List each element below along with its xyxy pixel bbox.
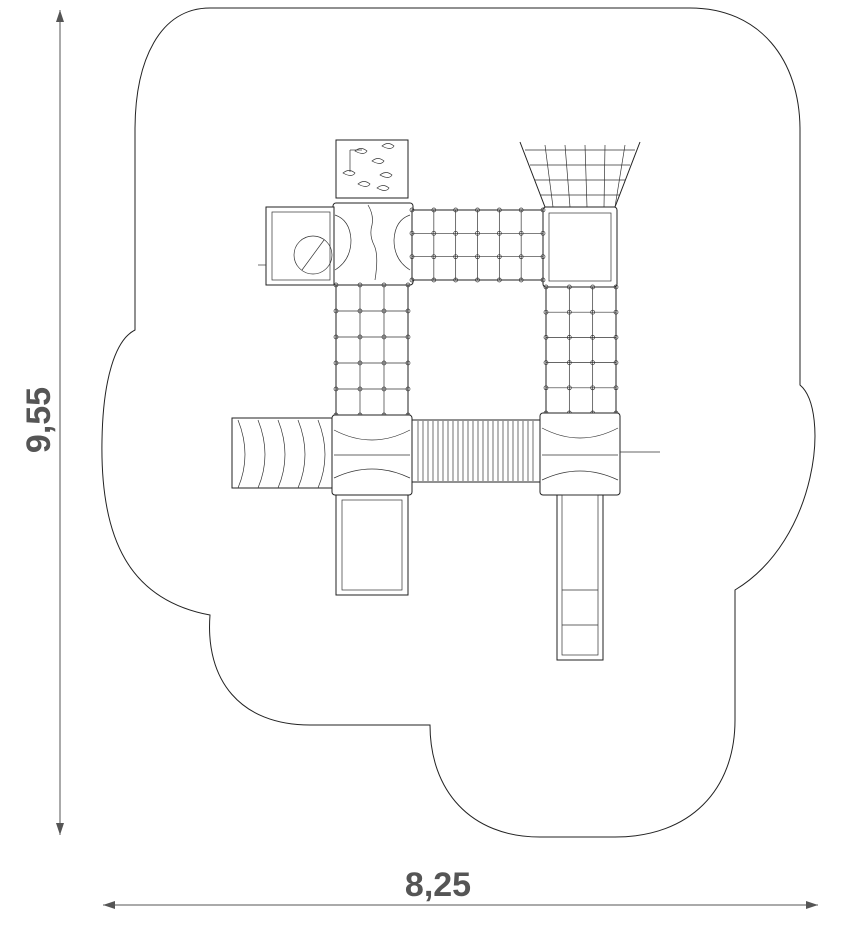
net-walkway-left (333, 282, 411, 418)
tower-platform-bottom-left (331, 414, 413, 496)
tube-tunnel (411, 419, 541, 483)
rope-net-arch (519, 141, 641, 208)
climbing-holds (342, 143, 395, 191)
tower-platform-bottom-right (539, 412, 660, 496)
height-dimension-line (56, 10, 64, 835)
height-dimension-label: 9,55 (20, 387, 58, 453)
tower-platform-top-left (332, 202, 414, 286)
safety-zone-outline (101, 7, 816, 838)
net-walkway-right (543, 284, 619, 416)
tower-platform-top-right (542, 206, 618, 288)
spiral-entry-box (258, 206, 335, 286)
width-dimension-line (103, 901, 818, 909)
wave-slide-left (231, 417, 333, 489)
straight-slide-bottom-left (335, 494, 409, 596)
rope-bridge-top (409, 207, 546, 283)
width-dimension-label: 8,25 (405, 866, 471, 904)
climbing-ramp-bottom-right (556, 494, 604, 661)
climbing-wall-panel (335, 139, 409, 199)
